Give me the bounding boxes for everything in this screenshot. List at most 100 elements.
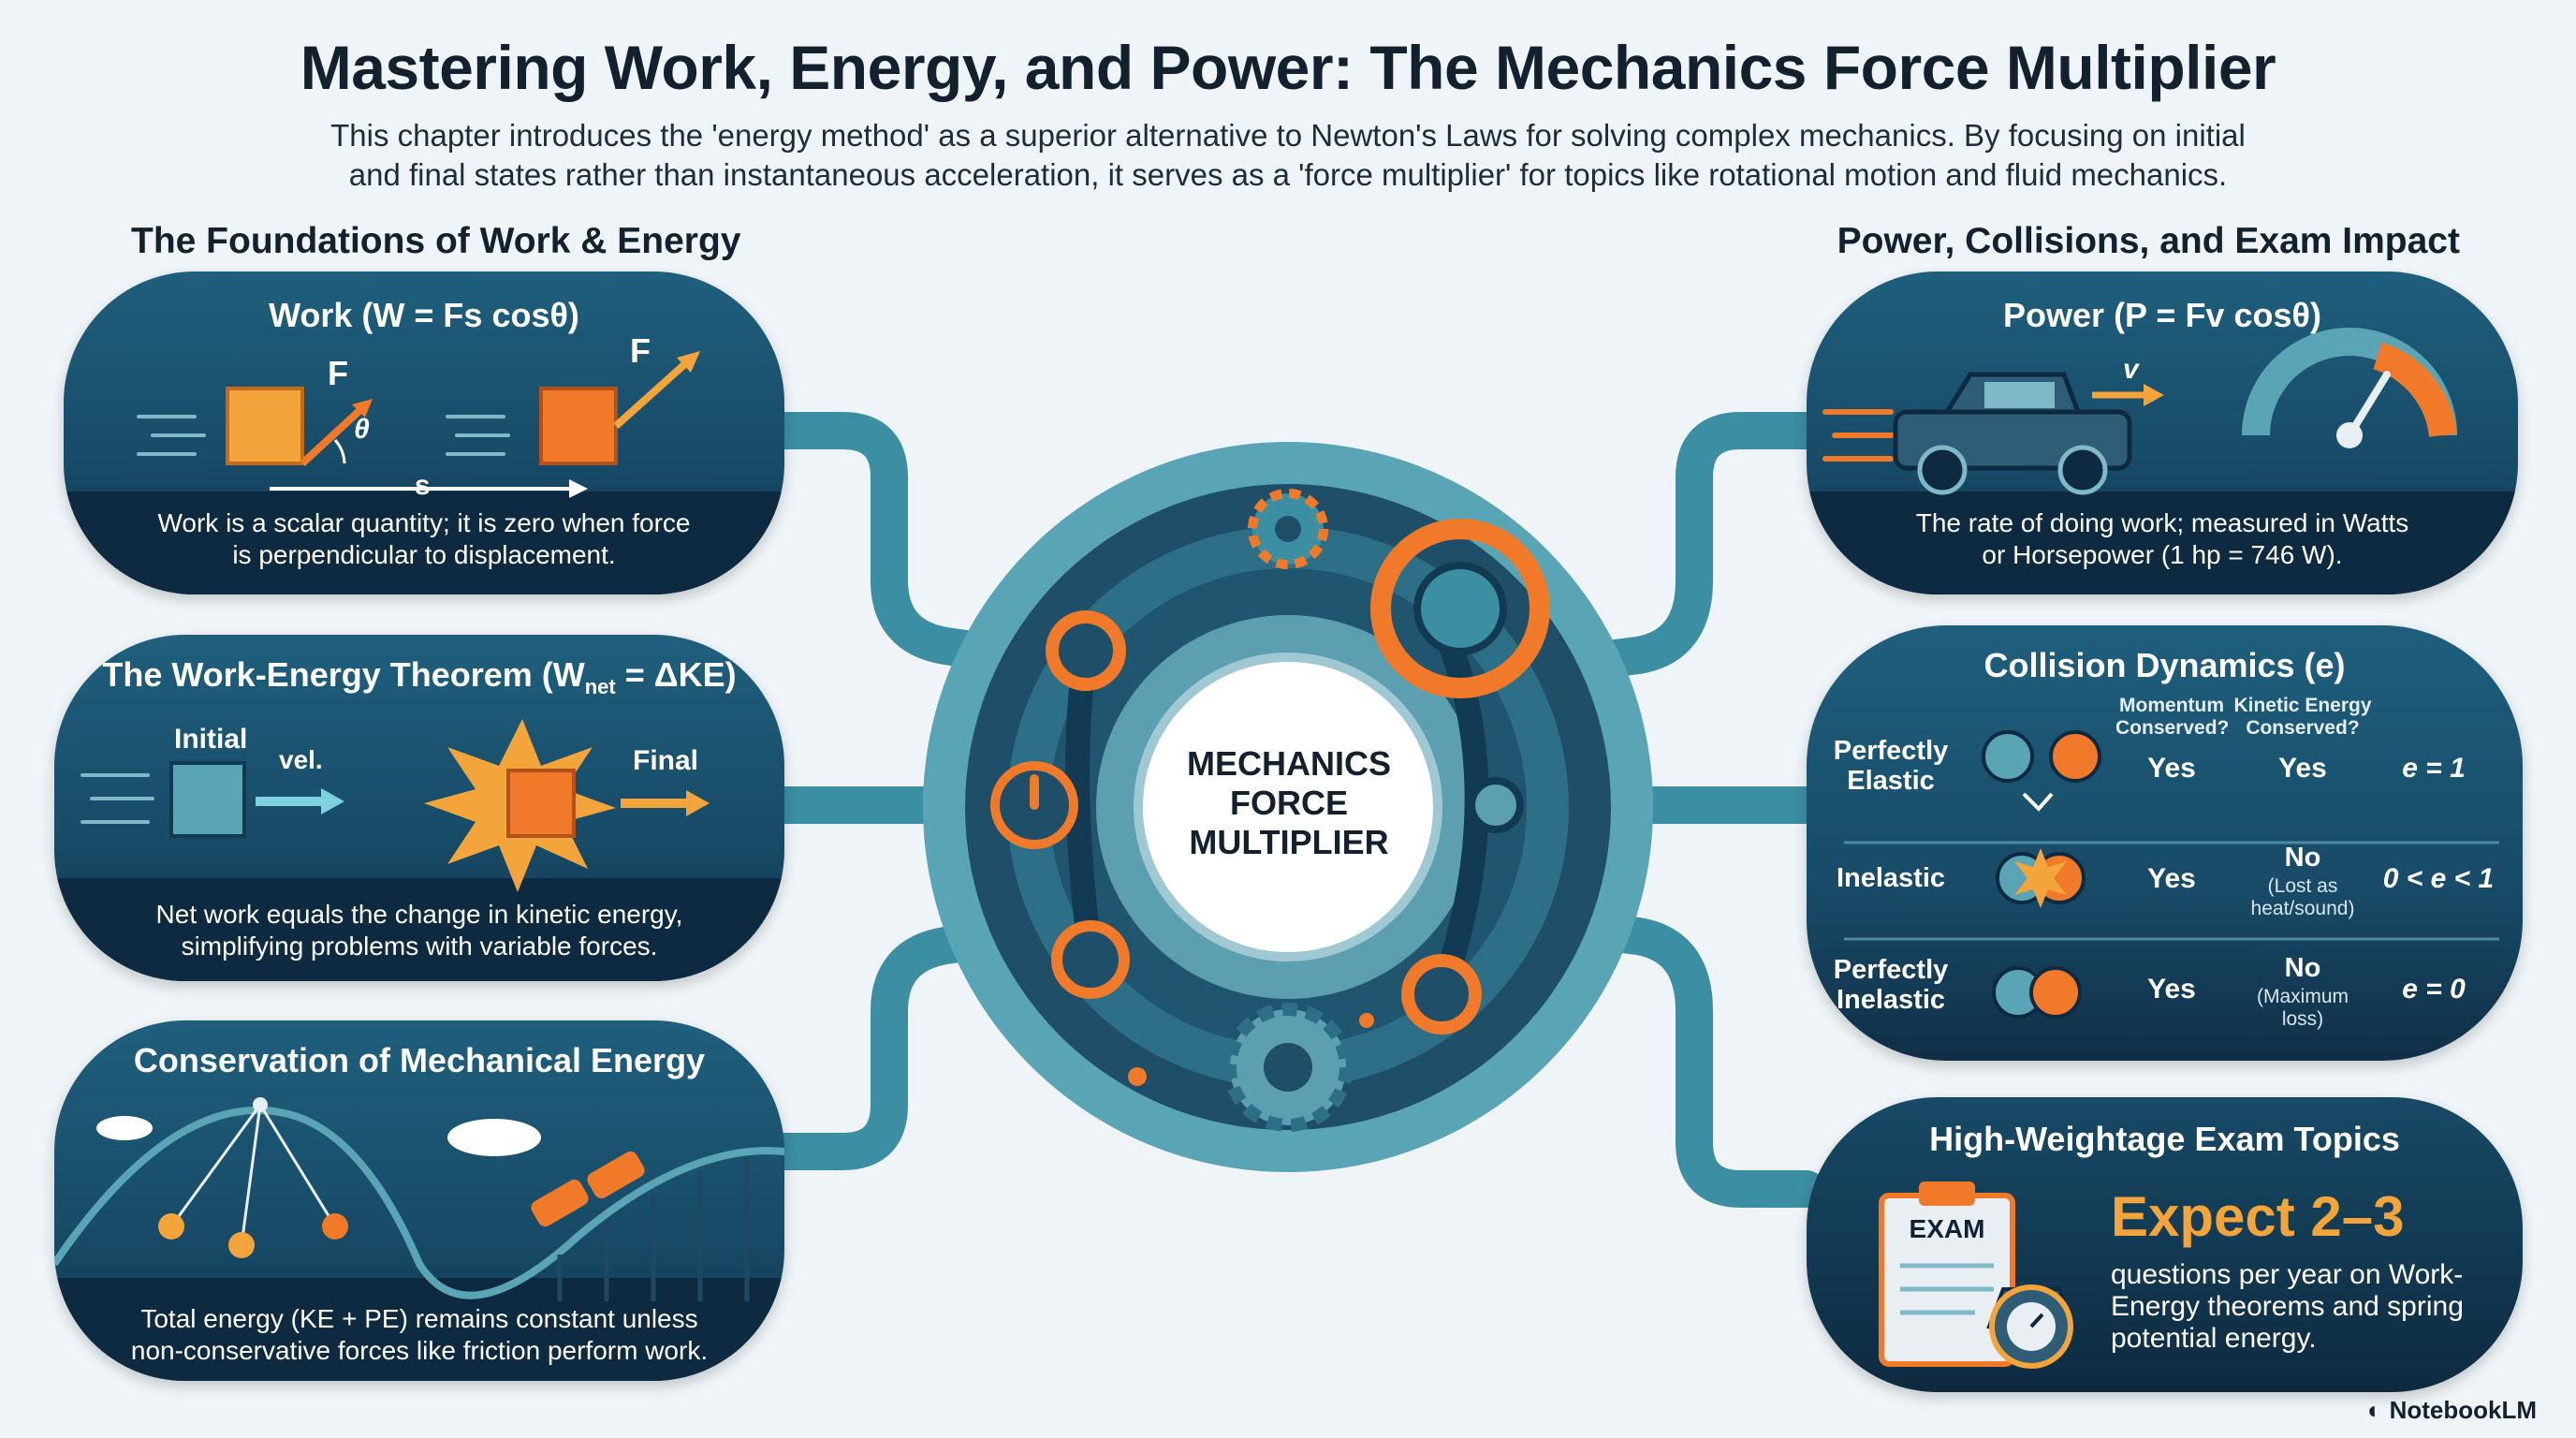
panel-work: Work (W = Fs cosθ) F F θ s Work is a sca… xyxy=(64,271,784,594)
subtitle-line-1: This chapter introduces the 'energy meth… xyxy=(330,118,2246,153)
brand-name: NotebookLM xyxy=(2389,1396,2537,1424)
theorem-label-final: Final xyxy=(633,745,699,776)
pipe-conservation xyxy=(758,917,1030,1170)
conservation-desc-band xyxy=(54,1278,784,1381)
col-header-momentum-line-2: Conserved? xyxy=(2115,717,2230,739)
theorem-label-vel: vel. xyxy=(279,745,323,774)
cloud-icon-2 xyxy=(447,1119,541,1156)
roller-coaster-track xyxy=(54,1107,784,1299)
row-elastic-ke: Yes xyxy=(2278,753,2327,784)
work-label-s: s xyxy=(415,470,431,501)
conservation-illustration xyxy=(54,1097,784,1301)
pendulum-bob-2 xyxy=(228,1232,255,1258)
row-elastic-name-2: Elastic xyxy=(1847,766,1935,796)
row-pi-ke-note-2: loss) xyxy=(2281,1008,2324,1030)
hub-machine xyxy=(923,442,1653,1172)
work-desc: Work is a scalar quantity; it is zero wh… xyxy=(64,507,784,571)
clipboard-icon xyxy=(1879,1181,2015,1367)
row-inelastic-momentum: Yes xyxy=(2147,863,2196,894)
page-subtitle: This chapter introduces the 'energy meth… xyxy=(281,116,2295,195)
pipe-exam xyxy=(1544,908,1825,1208)
row-inelastic-name: Inelastic xyxy=(1836,863,1946,893)
power-desc: The rate of doing work; measured in Watt… xyxy=(1807,507,2518,571)
collisions-table-art xyxy=(1844,730,2499,1019)
brand-logo: ◐NotebookLM xyxy=(2367,1396,2544,1425)
panel-exam: High-Weightage Exam Topics EXAM xyxy=(1807,1097,2523,1392)
panel-conservation: Conservation of Mechanical Energy Total … xyxy=(54,1020,784,1381)
subtitle-line-2: and final states rather than instantaneo… xyxy=(348,157,2228,192)
exam-title: High-Weightage Exam Topics xyxy=(1929,1120,2400,1158)
row-inelastic-ke: No xyxy=(2284,843,2321,873)
theorem-desc-band xyxy=(54,878,784,981)
pendulum-bob-3 xyxy=(322,1213,348,1240)
cloud-icon xyxy=(96,1116,153,1140)
block-initial-state xyxy=(169,761,246,838)
hub-label-line-2: FORCE xyxy=(1230,784,1348,822)
row-perfectly-inelastic-e: e = 0 xyxy=(2402,974,2466,1005)
theorem-desc-line-1: Net work equals the change in kinetic en… xyxy=(155,900,683,929)
panel-work-energy-theorem: The Work-Energy Theorem (Wnet = ΔKE) Ini… xyxy=(54,635,784,981)
block-final xyxy=(539,387,618,465)
row-elastic-e: e = 1 xyxy=(2402,753,2466,784)
row-elastic-name-1: Perfectly xyxy=(1833,736,1949,766)
block-final-state xyxy=(506,769,576,838)
conservation-desc: Total energy (KE + PE) remains constant … xyxy=(54,1303,784,1367)
work-desc-line-1: Work is a scalar quantity; it is zero wh… xyxy=(157,508,691,537)
col-header-ke-line-1: Kinetic Energy xyxy=(2233,695,2372,716)
col-header-momentum: Momentum Conserved? xyxy=(2115,695,2230,740)
work-title: Work (W = Fs cosθ) xyxy=(269,296,579,334)
section-title-left: The Foundations of Work & Energy xyxy=(131,221,741,261)
col-header-momentum-line-1: Momentum xyxy=(2119,695,2224,716)
theorem-title-end: = ΔKE) xyxy=(615,655,737,694)
row-perfectly-inelastic-momentum: Yes xyxy=(2147,974,2196,1005)
theorem-desc-line-2: simplifying problems with variable force… xyxy=(181,932,658,961)
panel-collisions: Collision Dynamics (e) Momentum Conserve… xyxy=(1807,625,2523,1061)
exam-headline: Expect 2–3 xyxy=(2111,1185,2405,1248)
inelastic-balls-icon xyxy=(1996,848,2086,908)
row-inelastic-e: 0 < e < 1 xyxy=(2382,863,2495,894)
perfectly-inelastic-balls-icon xyxy=(1992,966,2082,1019)
row-pi-ke-note-1: (Maximum xyxy=(2257,986,2349,1007)
conservation-desc-line-2: non-conservative forces like friction pe… xyxy=(130,1336,709,1365)
row-elastic-momentum: Yes xyxy=(2147,753,2196,784)
page-title: Mastering Work, Energy, and Power: The M… xyxy=(300,33,2276,102)
power-title: Power (P = Fv cosθ) xyxy=(2003,296,2321,334)
power-desc-line-1: The rate of doing work; measured in Watt… xyxy=(1915,508,2409,537)
work-desc-band xyxy=(64,492,784,594)
row-perfectly-inelastic-name: Perfectly Inelastic xyxy=(1825,955,1956,1015)
col-header-ke-line-2: Conserved? xyxy=(2246,717,2360,739)
hub-label: MECHANICS FORCE MULTIPLIER xyxy=(1158,744,1420,862)
pipe-work xyxy=(758,412,1030,674)
coaster-cart-icon xyxy=(531,1151,645,1227)
truck-icon xyxy=(1893,372,2132,495)
exam-illustration xyxy=(1879,1181,2076,1369)
row-perfectly-inelastic-ke: No xyxy=(2284,953,2321,983)
hub-label-line-1: MECHANICS xyxy=(1186,744,1391,783)
conservation-title: Conservation of Mechanical Energy xyxy=(133,1041,706,1079)
power-label-v: v xyxy=(2123,354,2139,385)
power-desc-line-2: or Horsepower (1 hp = 746 W). xyxy=(1982,540,2343,569)
row-elastic-name: Perfectly Elastic xyxy=(1825,736,1956,796)
exam-tag: EXAM xyxy=(1909,1214,1985,1243)
work-illustration xyxy=(137,351,700,498)
panel-power: Power (P = Fv cosθ) v The rate of doing … xyxy=(1807,271,2518,594)
col-header-kinetic-energy: Kinetic Energy Conserved? xyxy=(2232,695,2373,740)
theorem-title-main: The Work-Energy Theorem (W xyxy=(102,655,585,694)
conservation-desc-line-1: Total energy (KE + PE) remains constant … xyxy=(140,1304,698,1333)
theorem-label-initial: Initial xyxy=(174,724,248,755)
stopwatch-weight-icon xyxy=(1986,1284,2076,1369)
block-initial xyxy=(226,387,304,465)
row-inelastic-ke-note-1: (Lost as xyxy=(2267,875,2338,897)
power-illustration xyxy=(1822,328,2457,495)
hub-label-line-3: MULTIPLIER xyxy=(1189,823,1389,861)
row-inelastic-ke-note: (Lost as heat/sound) xyxy=(2232,875,2373,920)
work-label-f-2: F xyxy=(630,331,651,370)
theorem-illustration xyxy=(80,719,710,892)
row-inelastic-ke-note-2: heat/sound) xyxy=(2250,898,2355,919)
pipe-power xyxy=(1544,412,1825,683)
theorem-title: The Work-Energy Theorem (Wnet = ΔKE) xyxy=(54,655,784,699)
speedometer-icon xyxy=(2242,328,2457,448)
theorem-title-sub: net xyxy=(584,675,616,699)
work-desc-line-2: is perpendicular to displacement. xyxy=(232,540,616,569)
